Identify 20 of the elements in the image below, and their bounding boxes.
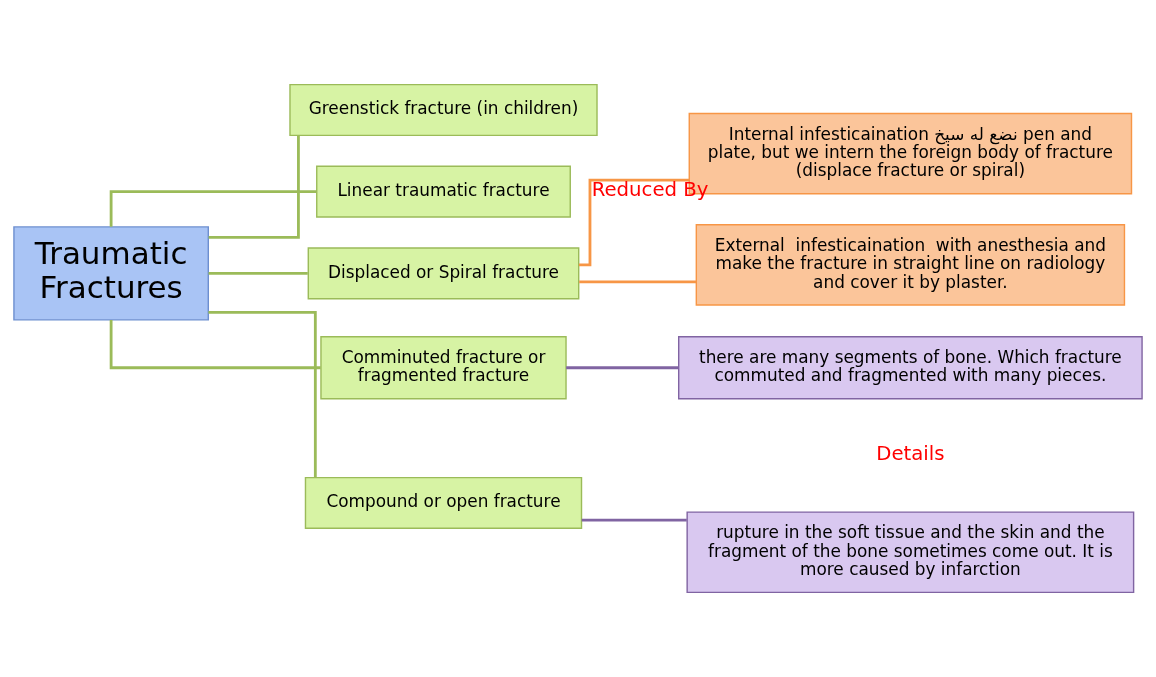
label: Details	[876, 442, 945, 466]
edge-label: Reduced By	[591, 177, 709, 201]
connector	[578, 178, 690, 267]
node-box: Displaced or Spiral fracture	[307, 247, 580, 300]
node-box: Compound or open fracture	[304, 476, 583, 529]
node-box: External infesticaination with anesthesia and make the fracture in straight line on radiology and cover it by plaster.	[695, 224, 1126, 306]
connector	[208, 311, 317, 478]
connector	[566, 366, 679, 370]
connector	[109, 190, 317, 227]
node-box: Greenstick fracture (in children)	[289, 83, 598, 137]
node-box: Traumatic Fractures	[13, 226, 209, 321]
node-box: Comminuted fracture or fragmented fracture	[320, 336, 567, 400]
node-box: Linear traumatic fracture	[316, 165, 571, 218]
connector	[579, 280, 697, 284]
connector	[208, 135, 300, 239]
connector	[581, 518, 687, 522]
node-box: there are many segments of bone. Which fracture commuted and fragmented with many pieces.	[678, 336, 1143, 400]
node-box: rupture in the soft tissue and the skin and the fragment of the bone sometimes come out. It is more caused by infarction	[686, 511, 1135, 594]
connector	[208, 271, 308, 275]
connector	[109, 320, 321, 370]
